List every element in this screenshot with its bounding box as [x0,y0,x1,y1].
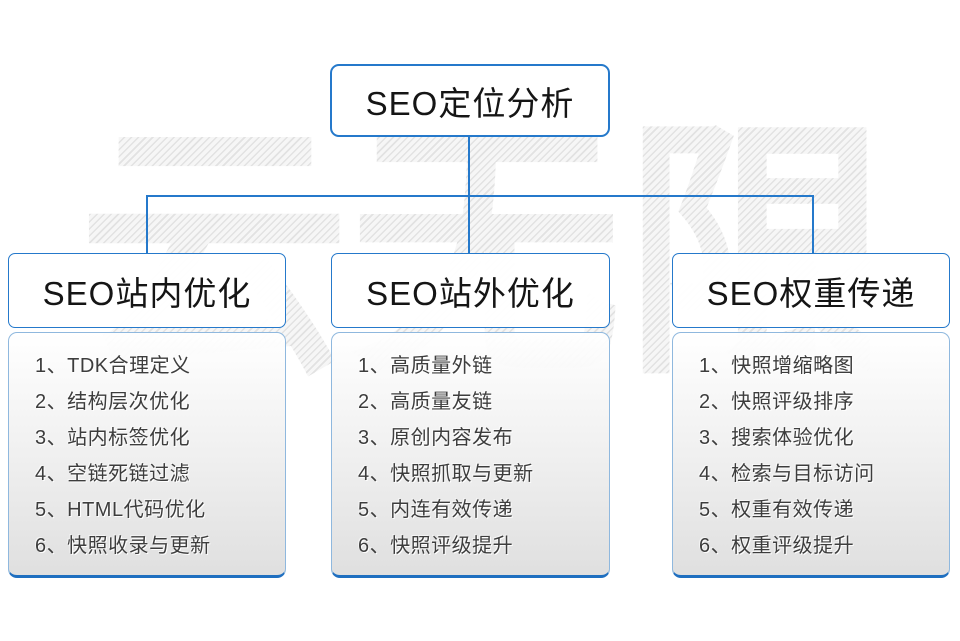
list-item: 6、快照评级提升 [358,535,514,557]
list-onsite-optimization: 1、TDK合理定义 2、结构层次优化 3、站内标签优化 4、空链死链过滤 5、H… [8,332,286,578]
list-item: 5、权重有效传递 [699,499,855,521]
node-title: SEO站内优化 [42,274,252,312]
connector-drop-left [146,195,148,254]
node-weight-transfer: SEO权重传递 [672,253,950,328]
list-item: 2、快照评级排序 [699,391,855,413]
list-item: 6、权重评级提升 [699,535,855,557]
list-item: 4、空链死链过滤 [35,463,191,485]
list-item: 1、高质量外链 [358,355,493,377]
list-item: 3、搜索体验优化 [699,427,855,449]
list-item: 2、高质量友链 [358,391,493,413]
root-node-label: SEO定位分析 [365,84,575,122]
list-item: 4、检索与目标访问 [699,463,875,485]
list-item: 2、结构层次优化 [35,391,191,413]
list-item: 6、快照收录与更新 [35,535,211,557]
list-item: 5、内连有效传递 [358,499,514,521]
list-item: 4、快照抓取与更新 [358,463,534,485]
connector-drop-middle [468,195,470,254]
list-weight-transfer: 1、快照增缩略图 2、快照评级排序 3、搜索体验优化 4、检索与目标访问 5、权… [672,332,950,578]
node-offsite-optimization: SEO站外优化 [331,253,610,328]
connector-horizontal-spine [146,195,814,197]
list-item: 3、站内标签优化 [35,427,191,449]
list-offsite-optimization: 1、高质量外链 2、高质量友链 3、原创内容发布 4、快照抓取与更新 5、内连有… [331,332,610,578]
connector-drop-right [812,195,814,254]
list-item: 3、原创内容发布 [358,427,514,449]
connector-root-vertical [468,137,470,197]
list-item: 1、快照增缩略图 [699,355,855,377]
list-item: 1、TDK合理定义 [35,355,191,377]
node-title: SEO站外优化 [366,274,575,312]
node-title: SEO权重传递 [706,274,916,312]
list-item: 5、HTML代码优化 [35,499,206,521]
node-onsite-optimization: SEO站内优化 [8,253,286,328]
root-node-seo-positioning-analysis: SEO定位分析 [330,64,610,137]
